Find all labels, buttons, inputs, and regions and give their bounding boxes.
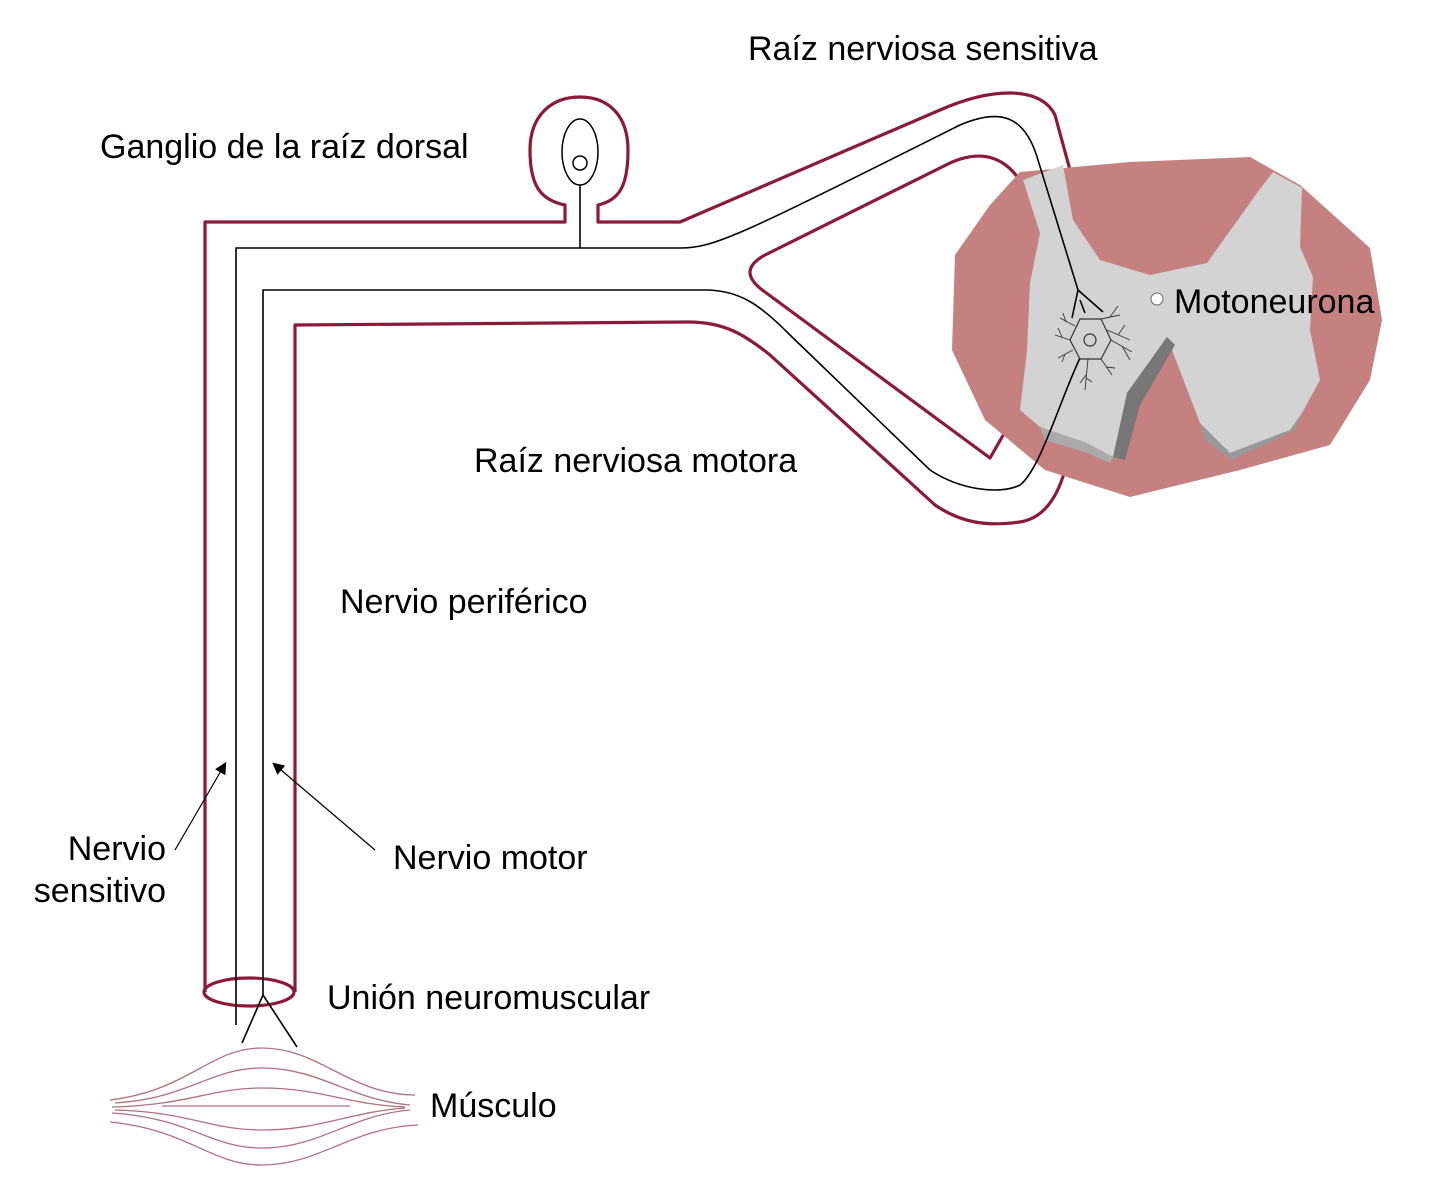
gray-matter-shadow-left [1040,427,1113,463]
label-peripheral-nerve: Nervio periférico [340,583,588,621]
sensory-axon-terminal [1071,289,1104,319]
nerve-sheath-outer [203,91,1072,992]
label-motor-root: Raíz nerviosa motora [474,442,797,480]
spinal-cord-gray-matter [1020,165,1320,457]
motor-nerve-pointer-arrow [272,762,376,851]
label-muscle: Músculo [430,1087,557,1125]
sensory-nerve-pointer-arrow [174,761,227,851]
label-motor-nerve: Nervio motor [393,839,588,877]
label-dorsal-ganglion: Ganglio de la raíz dorsal [100,128,469,166]
ganglion-nucleus [572,155,588,171]
ganglion-cell-body [561,118,599,186]
motoneuron-nucleus [1083,333,1097,347]
label-sensory-root: Raíz nerviosa sensitiva [748,30,1098,68]
motoneuron-dendrites [1054,305,1133,391]
nerve-cylinder-end [202,976,296,1008]
junction-branches [241,994,298,1048]
motor-axon [262,289,1081,995]
gray-matter-shadow-right [1200,413,1302,460]
label-sensory-nerve-2: sensitivo [34,872,166,910]
muscle-fibers [109,1047,419,1166]
label-motoneuron: Motoneurona [1174,283,1374,321]
sensory-axon [235,115,1079,1025]
nerve-sheath-lower [293,320,1067,992]
label-sensory-nerve-1: Nervio [68,830,166,868]
gray-matter-shadow [1113,337,1175,460]
motoneuron-marker [1150,292,1164,306]
label-neuromuscular-junction: Unión neuromuscular [327,979,650,1017]
